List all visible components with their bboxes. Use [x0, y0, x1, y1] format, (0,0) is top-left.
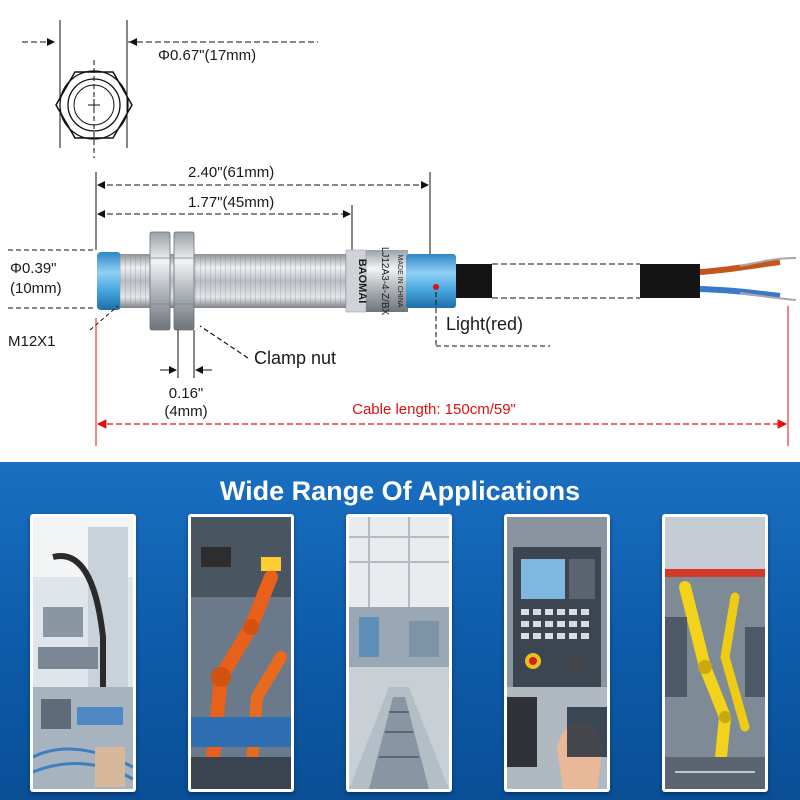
assembly-machine-image — [33, 517, 133, 789]
application-tile-welding — [662, 514, 768, 792]
application-tile-conveyor — [346, 514, 452, 792]
body-print-model: LJ12A3-4-Z/BX — [379, 247, 390, 316]
clamp-nut-label: Clamp nut — [254, 348, 336, 368]
application-tiles — [0, 514, 800, 794]
body-diameter-label-2: (10mm) — [10, 280, 62, 297]
dimension-diagram: Φ0.67"(17mm) 2.40"(61mm) 1.77"(45mm) — [8, 20, 797, 446]
factory-conveyor-image — [349, 517, 449, 789]
yellow-welding-robots-image — [665, 517, 765, 789]
nut-thickness-label-1: 0.16" — [169, 385, 204, 402]
thread-length-label: 1.77"(45mm) — [188, 194, 274, 211]
applications-title: Wide Range Of Applications — [219, 476, 581, 506]
cnc-control-panel-image — [507, 517, 607, 789]
sensor-body — [97, 231, 797, 331]
applications-section: Wide Range Of Applications — [0, 462, 800, 800]
hex-diameter-label: Φ0.67"(17mm) — [158, 47, 256, 64]
body-diameter-label-1: Φ0.39" — [10, 260, 57, 277]
light-label: Light(red) — [446, 314, 523, 334]
sensor-drawing: Φ0.67"(17mm) 2.40"(61mm) 1.77"(45mm) — [8, 20, 797, 446]
orange-robot-arms-image — [191, 517, 291, 789]
application-tile-robots — [188, 514, 294, 792]
application-tile-cnc — [504, 514, 610, 792]
nut-thickness-label-2: (4mm) — [164, 403, 207, 420]
body-print-brand: BAOMAI — [356, 259, 368, 304]
cable-length-label: Cable length: 150cm/59" — [352, 401, 516, 418]
overall-length-label: 2.40"(61mm) — [188, 164, 274, 181]
end-view-icon — [22, 20, 318, 158]
thread-spec-label: M12X1 — [8, 333, 56, 350]
application-tile-assembly — [30, 514, 136, 792]
body-print-origin: MADE IN CHINA — [396, 255, 403, 308]
